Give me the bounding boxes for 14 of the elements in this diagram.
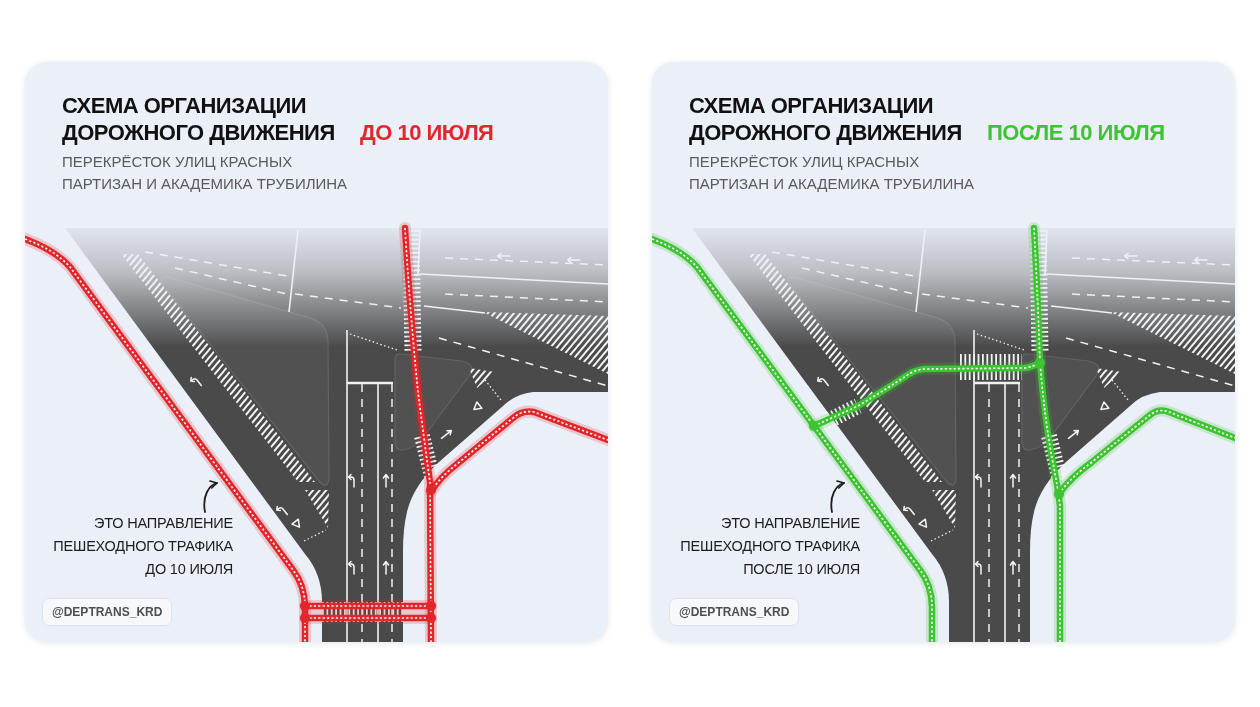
heading-text: СХЕМА ОРГАНИЗАЦИИ ДОРОЖНОГО ДВИЖЕНИЯ (62, 92, 336, 146)
heading-highlight: ПОСЛЕ 10 ИЮЛЯ (987, 120, 1165, 145)
heading-text: СХЕМА ОРГАНИЗАЦИИ ДОРОЖНОГО ДВИЖЕНИЯ (689, 92, 963, 146)
panel-card (652, 62, 1235, 642)
curved-arrow (830, 480, 845, 513)
panel-card (25, 62, 608, 642)
annotation-text: ЭТО НАПРАВЛЕНИЕ ПЕШЕХОДНОГО ТРАФИКА ДО 10 ИЮЛЯ (33, 512, 233, 581)
curved-arrow (203, 480, 218, 513)
account-tag: @DEPTRANS_KRD (42, 598, 173, 626)
account-tag: @DEPTRANS_KRD (669, 598, 800, 626)
subtitle-text: ПЕРЕКРЁСТОК УЛИЦ КРАСНЫХ ПАРТИЗАН И АКАДЕМИКА ТРУБИЛИНА (689, 152, 976, 194)
annotation-text: ЭТО НАПРАВЛЕНИЕ ПЕШЕХОДНОГО ТРАФИКА ПОСЛЕ 10 ИЮЛЯ (660, 512, 860, 581)
subtitle-text: ПЕРЕКРЁСТОК УЛИЦ КРАСНЫХ ПАРТИЗАН И АКАДЕМИКА ТРУБИЛИНА (62, 152, 349, 194)
heading-highlight: ДО 10 ИЮЛЯ (360, 120, 494, 145)
